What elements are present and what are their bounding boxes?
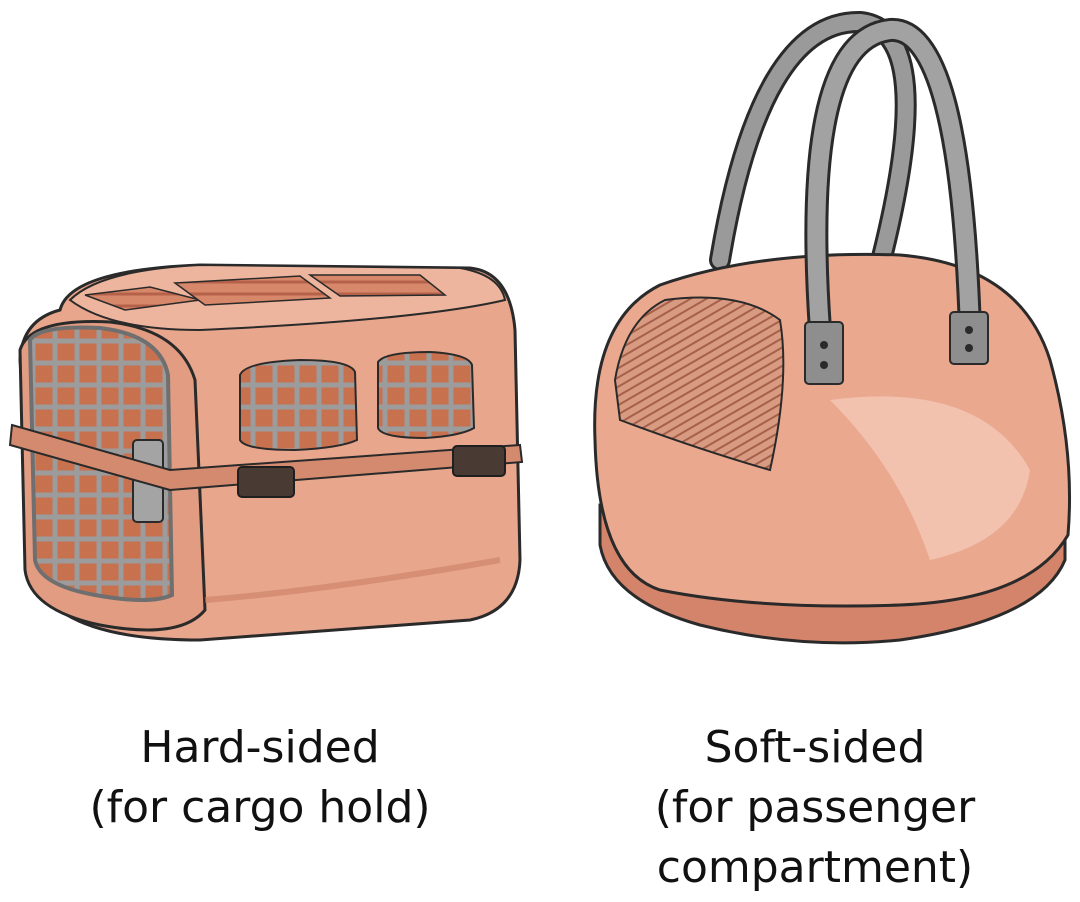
caption-soft-sided: Soft-sided (for passenger compartment) — [580, 718, 1050, 898]
hard-sided-carrier-icon — [8, 263, 524, 642]
caption-line: Hard-sided — [140, 722, 380, 773]
caption-hard-sided: Hard-sided (for cargo hold) — [40, 718, 480, 838]
caption-line: (for cargo hold) — [89, 782, 431, 833]
caption-line: compartment) — [656, 842, 974, 893]
illustration-canvas — [8, 10, 1072, 645]
caption-line: Soft-sided — [704, 722, 926, 773]
caption-line: (for passenger — [654, 782, 976, 833]
soft-sided-carrier-icon — [593, 10, 1072, 645]
